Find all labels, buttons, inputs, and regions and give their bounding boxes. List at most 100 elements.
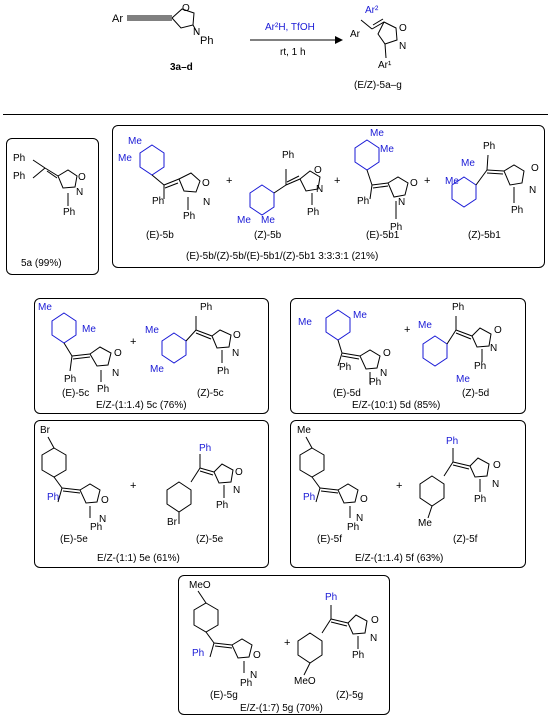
me-label: Me [456, 374, 470, 385]
ph-label: Ph [13, 153, 26, 164]
o-atom: O [383, 348, 391, 359]
me-label: Me [370, 128, 384, 139]
n-atom: N [232, 348, 240, 359]
plus-sign: + [424, 175, 431, 187]
caption-5d: E/Z-(10:1) 5d (85%) [352, 400, 441, 411]
plus-sign: + [284, 637, 291, 649]
plus-sign: + [226, 175, 233, 187]
box-5c [34, 298, 269, 414]
o-atom: O [101, 495, 109, 506]
reaction-arrow [250, 36, 343, 44]
label-e5b: (E)-5b [146, 230, 174, 241]
o-atom: O [253, 650, 261, 661]
plus-sign: + [404, 324, 411, 336]
me-label: Me [298, 317, 312, 328]
box-5a [6, 138, 99, 275]
product-ar-label: Ar [350, 29, 360, 40]
n-atom: N [112, 368, 120, 379]
start-ph-label: Ph [200, 35, 214, 47]
me-label: Me [461, 158, 475, 169]
label-z5g: (Z)-5g [336, 690, 364, 701]
me-label: Me [297, 425, 311, 436]
plus-sign: + [396, 480, 403, 492]
n-atom: N [529, 185, 537, 196]
structures-5g [193, 590, 368, 676]
box-5f [290, 420, 526, 568]
structures-5c [51, 312, 232, 382]
o-atom: O [410, 178, 418, 189]
me-label: Me [353, 310, 367, 321]
br-label: Br [40, 425, 50, 436]
ph-label: Ph [303, 492, 316, 503]
reagent-bottom: rt, 1 h [280, 47, 306, 58]
ar2h-label: Ar²H, TfOH [265, 22, 315, 33]
o-atom: O [78, 172, 86, 183]
ph-label: Ph [511, 205, 524, 216]
o-atom: O [493, 460, 501, 471]
ph-label: Ph [390, 222, 403, 233]
caption-5f: E/Z-(1:1.4) 5f (63%) [355, 553, 444, 564]
me-label: Me [150, 364, 164, 375]
structure-5a [32, 159, 78, 206]
me-label: Me [118, 153, 132, 164]
ph-label: Ph [325, 592, 338, 603]
ph-label: Ph [192, 648, 205, 659]
ph-label: Ph [183, 211, 196, 222]
ph-label: Ph [483, 141, 496, 152]
me-label: Me [82, 324, 96, 335]
label-e5e: (E)-5e [60, 534, 88, 545]
product-o-atom: O [399, 23, 407, 34]
n-atom: N [316, 184, 324, 195]
me-label: Me [237, 215, 251, 226]
reagent-top: Ar²H, TfOH [265, 22, 315, 33]
ph-label: Ph [339, 362, 352, 373]
structures-5d [325, 309, 492, 384]
label-z5f: (Z)-5f [453, 534, 478, 545]
ph-label: Ph [282, 150, 295, 161]
box-5b [112, 125, 545, 268]
ph-label: Ph [199, 443, 212, 454]
caption-5e: E/Z-(1:1) 5e (61%) [97, 553, 180, 564]
label-z5d: (Z)-5d [462, 388, 490, 399]
label-z5b1: (Z)-5b1 [468, 230, 501, 241]
ph-label: Ph [307, 207, 320, 218]
meo-label: MeO [189, 580, 211, 591]
me-label: Me [261, 215, 275, 226]
plus-sign: + [334, 175, 341, 187]
me-label: Me [38, 302, 52, 313]
ph-label: Ph [152, 196, 165, 207]
n-atom: N [233, 485, 241, 496]
structures-5e [41, 436, 234, 524]
ph-label: Ph [357, 196, 370, 207]
label-e5b1: (E)-5b1 [366, 230, 400, 241]
start-n-atom: N [193, 27, 201, 38]
plus-sign: + [130, 480, 137, 492]
section-divider [3, 114, 548, 115]
start-material-structure [127, 8, 398, 59]
o-atom: O [371, 615, 379, 626]
o-atom: O [314, 165, 322, 176]
caption-5a: 5a (99%) [21, 258, 62, 269]
n-atom: N [356, 513, 364, 524]
product-label: (E/Z)-5a–g [354, 80, 402, 91]
meo-label: MeO [294, 676, 316, 687]
label-e5g: (E)-5g [210, 690, 238, 701]
label-e5d: (E)-5d [333, 388, 361, 399]
o-atom: O [360, 494, 368, 505]
n-atom: N [99, 514, 107, 525]
me-label: Me [145, 325, 159, 336]
label-z5c: (Z)-5c [197, 388, 224, 399]
me-label: Me [445, 176, 459, 187]
ph-label: Ph [13, 171, 26, 182]
product-ar2-label: Ar² [365, 5, 379, 16]
me-label: Me [380, 144, 394, 155]
caption-5g: E/Z-(1:7) 5g (70%) [240, 703, 323, 714]
ph-label: Ph [64, 374, 77, 385]
box-5d [290, 298, 526, 414]
n-atom: N [398, 197, 406, 208]
o-atom: O [494, 325, 502, 336]
start-ar-label: Ar [112, 13, 123, 25]
n-atom: N [490, 343, 498, 354]
ph-label: Ph [216, 500, 229, 511]
ph-label: Ph [63, 207, 76, 218]
